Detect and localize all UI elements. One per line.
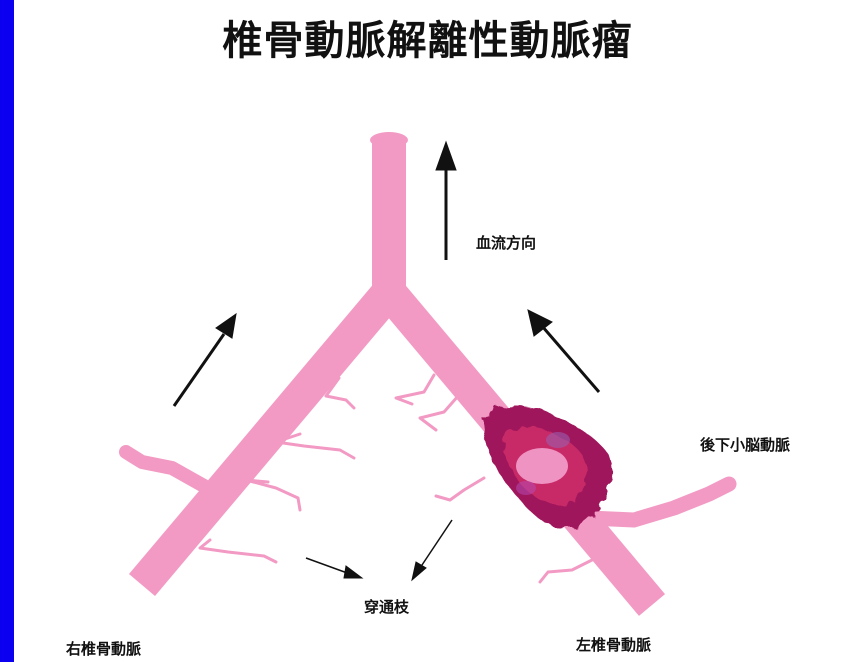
basilar-artery-top (370, 132, 408, 148)
label-left-vertebral-artery: 左椎骨動脈 (576, 634, 651, 655)
right-vertebral-artery-vessel (142, 292, 389, 585)
slide: 椎骨動脈解離性動脈瘤 (14, 0, 841, 662)
label-blood-flow-direction: 血流方向 (476, 232, 536, 253)
blood-flow-arrow-right-va (174, 314, 236, 406)
vertebral-artery-diagram (14, 0, 841, 662)
label-right-vertebral-artery: 右椎骨動脈 (66, 638, 141, 659)
blood-flow-arrow-left-va (528, 310, 599, 392)
blood-flow-arrow-up (436, 142, 456, 260)
perforator-pointer-arrow-2 (412, 520, 452, 580)
perforator-pointer-arrow-1 (306, 558, 362, 578)
label-perforating-branches: 穿通枝 (364, 596, 409, 617)
vessel-tree (142, 138, 652, 605)
label-posterior-inferior-cerebellar-artery: 後下小脳動脈 (700, 434, 790, 455)
right-va-side-branch (126, 452, 204, 486)
pica-artery (589, 484, 729, 520)
aneurysm (482, 406, 612, 529)
